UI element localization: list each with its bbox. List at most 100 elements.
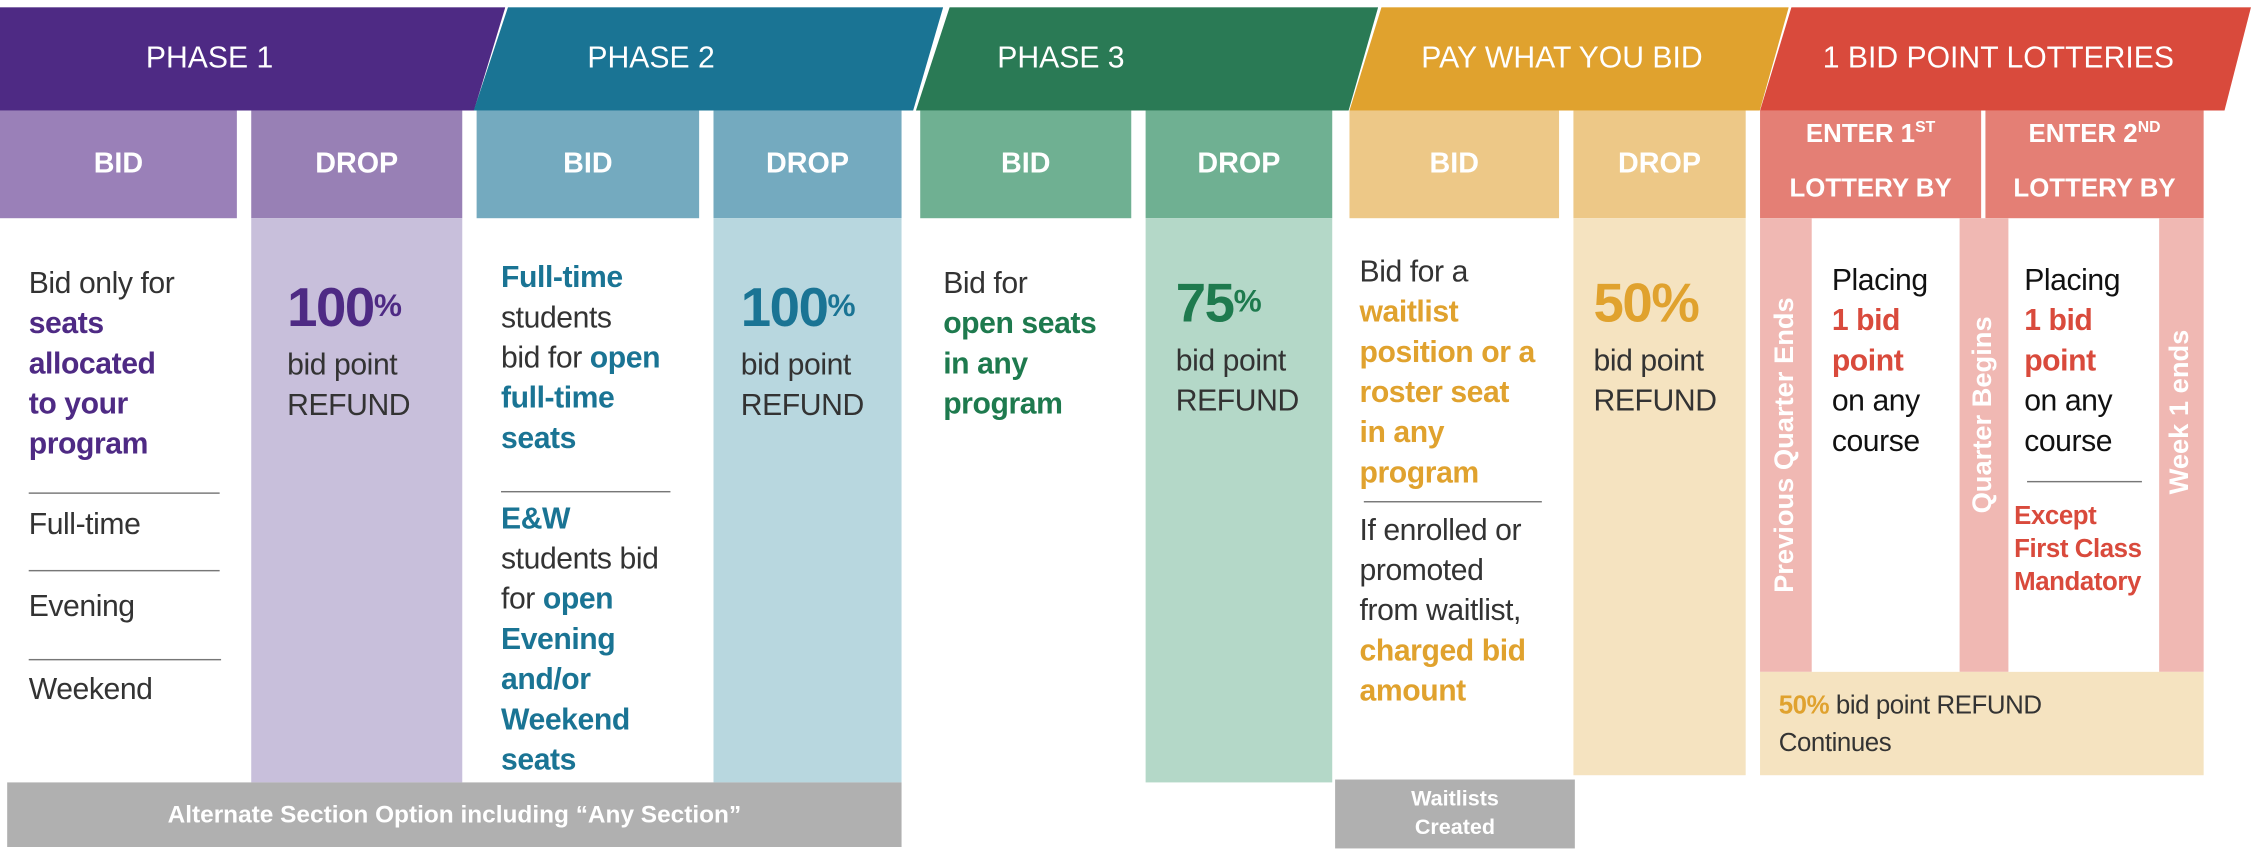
text-line: seats xyxy=(29,304,175,344)
label: BID xyxy=(563,147,613,180)
text-segment: bid for xyxy=(501,341,590,375)
pay-bid-header: BID xyxy=(1349,110,1560,219)
text-segment: Full-time xyxy=(501,261,623,295)
p1-drop-header: DROP xyxy=(251,110,463,219)
text-line: full-time xyxy=(501,379,660,419)
header-label: PHASE 2 xyxy=(587,41,715,75)
lottery-refund-text: 50% bid point REFUND Continues xyxy=(1779,686,2042,761)
lottery-1-label-2: LOTTERY BY xyxy=(1789,173,1952,203)
pct: 100 xyxy=(287,278,375,339)
strip-label-week-1-ends: Week 1 ends xyxy=(2164,329,2196,495)
text-line: Weekend xyxy=(501,701,658,741)
text-segment: for xyxy=(501,582,543,616)
header-phase-1: PHASE 1 xyxy=(0,7,506,111)
text-segment: waitlist xyxy=(1359,295,1459,329)
lottery-1-label: ENTER 1ST xyxy=(1760,119,1981,149)
text-line: If enrolled or xyxy=(1360,511,1526,551)
text-line: to your xyxy=(29,385,175,425)
text-segment: in any xyxy=(1359,416,1445,450)
divider xyxy=(28,658,222,661)
text-segment: position or a xyxy=(1359,335,1536,369)
text-segment: course xyxy=(2024,424,2113,458)
lottery-strip-3 xyxy=(2159,218,2204,672)
text-segment: charged bid xyxy=(1359,634,1527,668)
text-segment: Bid only for xyxy=(28,267,175,301)
lottery-2-label: ENTER 2ND xyxy=(1985,119,2203,149)
header-label: PAY WHAT YOU BID xyxy=(1421,41,1703,75)
text-line: Evening xyxy=(501,620,658,660)
refund-continues: Continues xyxy=(1778,727,1892,757)
label: DROP xyxy=(766,147,850,180)
header-label: PHASE 3 xyxy=(997,41,1125,75)
text-line: and/or xyxy=(501,660,658,700)
waitlists-created-bar: Waitlists Created xyxy=(1335,779,1575,849)
divider xyxy=(28,569,220,572)
text-segment: Weekend xyxy=(501,703,630,737)
strip-label-previous-quarter-ends: Previous Quarter Ends xyxy=(1770,297,1801,593)
l1: bid point xyxy=(1175,344,1287,378)
program-weekend: Weekend xyxy=(28,673,153,707)
text-line: waitlist xyxy=(1360,293,1535,333)
pay-drop-header: DROP xyxy=(1573,110,1746,219)
divider xyxy=(1363,501,1542,503)
text-segment: on any xyxy=(1831,384,1920,418)
text-segment: full-time xyxy=(501,381,615,415)
sign: % xyxy=(373,287,402,324)
text-segment: course xyxy=(1831,424,1920,458)
text-segment: promoted xyxy=(1359,554,1484,588)
refund-label: bid point REFUND xyxy=(1829,690,2042,720)
text-line: in any xyxy=(943,345,1096,385)
label: BID xyxy=(1429,147,1479,180)
text-line: Mandatory xyxy=(2014,566,2141,599)
text-line: Except xyxy=(2014,500,2141,533)
text-segment: E&W xyxy=(501,502,571,536)
text-segment: seats xyxy=(28,307,104,341)
text-segment: First Class xyxy=(2014,534,2142,563)
text-segment: If enrolled or xyxy=(1359,513,1522,547)
text-line: position or a xyxy=(1359,333,1536,373)
text-line: program xyxy=(943,385,1096,425)
p1-bid-header: BID xyxy=(0,110,237,219)
lottery-2-header xyxy=(1985,110,2204,219)
text-line: course xyxy=(1832,422,1928,462)
text-line: amount xyxy=(1360,672,1526,712)
sup: ST xyxy=(1915,119,1936,137)
text-segment: program xyxy=(28,427,149,461)
text-segment: and/or xyxy=(501,663,591,697)
label: BID xyxy=(1000,147,1051,180)
divider xyxy=(2027,480,2142,483)
text-line: students xyxy=(501,299,660,339)
program-full-time: Full-time xyxy=(28,508,141,542)
text-segment: program xyxy=(1359,456,1480,490)
l2: REFUND xyxy=(740,389,864,423)
text-line: on any xyxy=(2024,382,2120,422)
text-line: bid for open xyxy=(501,339,660,379)
text-line: point xyxy=(1832,342,1928,382)
text-line: in any xyxy=(1360,413,1535,453)
p1-drop-column xyxy=(251,218,463,783)
text-segment: point xyxy=(2024,344,2096,378)
sign: % xyxy=(827,287,855,324)
text-segment: allocated xyxy=(28,347,156,381)
text-line: roster seat xyxy=(1360,373,1535,413)
text-segment: open seats xyxy=(943,307,1097,341)
text-segment: point xyxy=(1831,344,1904,378)
text-line: Placing xyxy=(2024,261,2120,301)
text-line: students bid xyxy=(501,540,659,580)
text-line: program xyxy=(29,425,175,465)
text-line: from waitlist, xyxy=(1360,591,1526,631)
pct: 100 xyxy=(740,278,829,339)
header-lotteries: 1 BID POINT LOTTERIES xyxy=(1760,7,2251,111)
label: DROP xyxy=(315,147,399,180)
